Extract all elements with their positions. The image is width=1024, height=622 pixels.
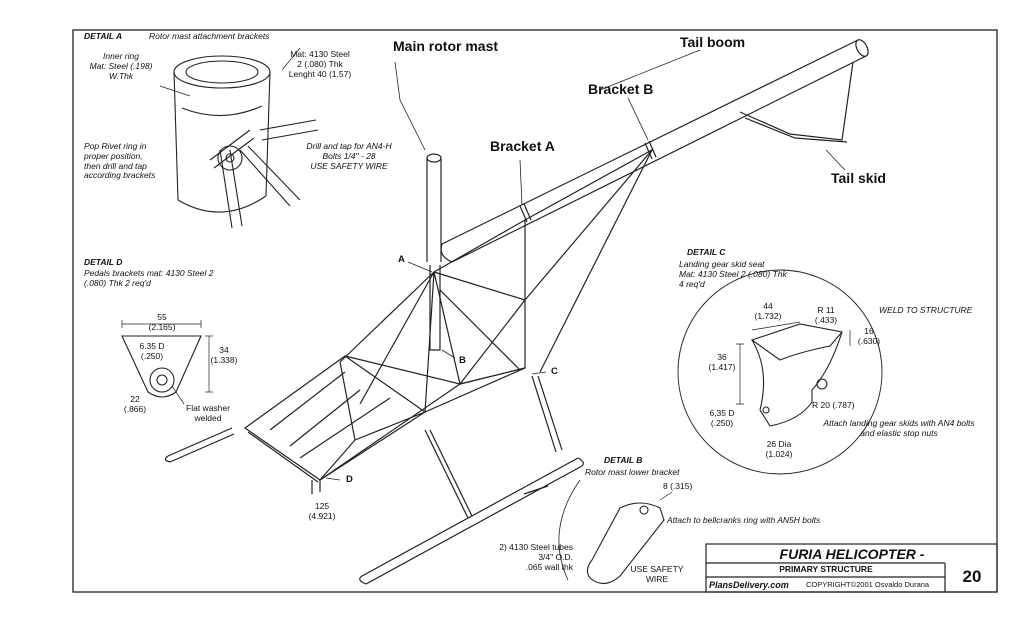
- detail-a-title: DETAIL A: [84, 31, 123, 41]
- callout-bracket-a: Bracket A: [490, 138, 555, 154]
- dim-8: 8 (.315): [663, 481, 693, 491]
- detail-d-drawing: [121, 320, 213, 405]
- detail-b-subtitle: Rotor mast lower bracket: [585, 467, 680, 477]
- title-block-brand: PlansDelivery.com: [709, 580, 789, 590]
- detail-b-title: DETAIL B: [604, 455, 643, 465]
- dim-125: 125(4.921): [308, 501, 336, 521]
- landing-gear-legs: [424, 375, 563, 519]
- page-number: 20: [962, 567, 982, 586]
- point-b: B: [459, 355, 466, 366]
- callout-bracket-b: Bracket B: [588, 81, 654, 97]
- title-block-frame: [705, 543, 998, 593]
- detail-d-desc: Pedals brackets mat: 4130 Steel 2(.080) …: [84, 268, 214, 288]
- dim-16: 16(.630): [857, 326, 881, 346]
- rotor-mast: [426, 158, 442, 262]
- dim-26: 26 Dia(1.024): [765, 439, 793, 459]
- dim-44: 44(1.732): [754, 301, 782, 321]
- landing-skid: [361, 457, 583, 585]
- tail-boom-end: [855, 39, 869, 57]
- point-a: A: [398, 254, 405, 265]
- pedal-rod: [167, 427, 235, 463]
- title-block-title: FURIA HELICOPTER -: [779, 546, 925, 562]
- sheet-border: [72, 29, 998, 593]
- dim-hole: 6.35 D(.250): [139, 341, 165, 361]
- callout-main-rotor-mast: Main rotor mast: [393, 38, 499, 54]
- weld-note: WELD TO STRUCTURE: [879, 305, 973, 315]
- title-block-subtitle: PRIMARY STRUCTURE: [779, 564, 873, 574]
- point-d: D: [346, 474, 353, 485]
- title-block-copyright: COPYRIGHT©2001 Osvaldo Durana: [806, 580, 930, 589]
- point-c: C: [551, 366, 558, 377]
- dim-36: 36(1.417): [708, 352, 736, 372]
- dim-r20: R 20 (.787): [812, 400, 855, 410]
- attach-bellcranks-note: Attach to bellcranks ring with AN5H bolt…: [667, 515, 821, 525]
- callout-tail-skid: Tail skid: [831, 170, 886, 186]
- dim-34: 34(1.338): [210, 345, 238, 365]
- tail-skid: [739, 61, 854, 143]
- detail-a-subtitle: Rotor mast attachment brackets: [149, 31, 270, 41]
- dim-22: 22(.866): [123, 394, 147, 414]
- attach-skids-note: Attach landing gear skids with AN4 bolts…: [823, 418, 975, 438]
- callout-tail-boom: Tail boom: [680, 34, 746, 50]
- detail-c-drawing: [677, 269, 883, 475]
- dim-6-35: 6,35 D(.250): [709, 408, 735, 428]
- detail-d-title: DETAIL D: [84, 257, 123, 267]
- dim-55: 55(2.165): [148, 312, 176, 332]
- detail-c-title: DETAIL C: [687, 247, 726, 257]
- detail-a-drawing: [159, 47, 319, 229]
- lower-frame: [243, 355, 427, 481]
- dim-r11: R 11(.433): [814, 305, 838, 325]
- detail-b-drawing: [558, 479, 673, 585]
- bracket-b-band: [644, 140, 657, 160]
- airframe: [164, 39, 869, 585]
